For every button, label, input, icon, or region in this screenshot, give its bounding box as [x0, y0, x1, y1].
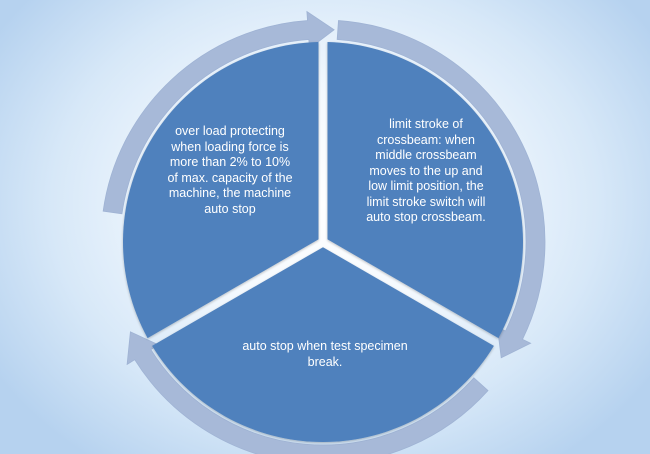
segment-bottom-label: auto stop when test specimen break. — [242, 339, 408, 369]
segment-right — [327, 42, 524, 339]
segment-bottom — [152, 247, 494, 442]
segment-left-label: over load protecting when loading force … — [167, 124, 293, 216]
segment-left — [122, 42, 319, 339]
arrow-arc-right — [336, 20, 546, 359]
segment-right-label: limit stroke of crossbeam: when middle c… — [366, 117, 486, 224]
cycle-arrow-ring — [102, 10, 546, 454]
arrow-arc-top-left — [102, 10, 335, 215]
pie-segments — [122, 42, 524, 442]
arrow-arc-bottom — [126, 331, 489, 454]
